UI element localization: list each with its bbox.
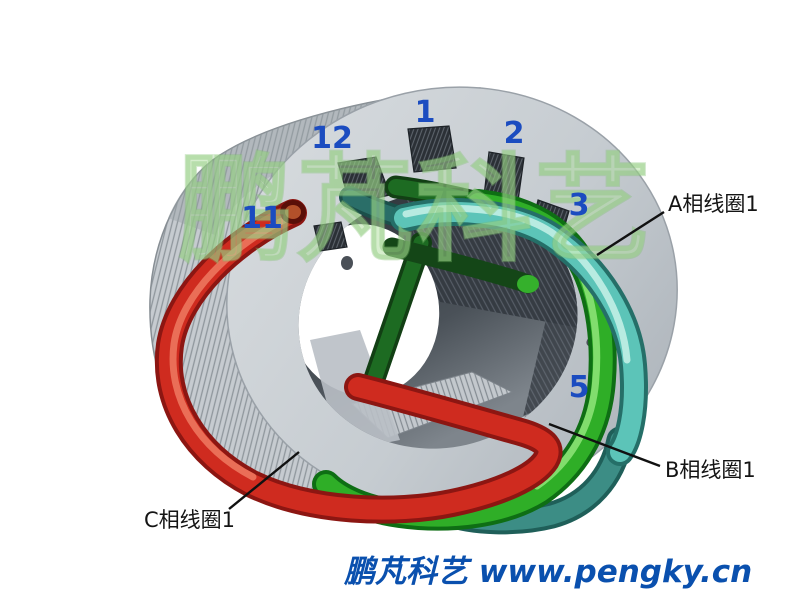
label-coil-b: B相线圈1 xyxy=(665,458,756,482)
leader-line-coil-c xyxy=(228,451,300,510)
bolt-hole-left xyxy=(341,256,353,270)
coil-b-inner-diagonal xyxy=(382,237,538,294)
footer-site-text: 鹏芃科艺 www.pengky.cn xyxy=(343,554,752,590)
slot-number-2: 2 xyxy=(504,116,525,151)
leader-line-coil-b xyxy=(548,422,661,468)
label-coil-c: C相线圈1 xyxy=(144,508,235,532)
coil-c-phase xyxy=(154,199,563,524)
watermark-text: 鹏芃科艺 xyxy=(178,143,654,278)
label-coil-a: A相线圈1 xyxy=(668,192,759,216)
slot-tooth-11 xyxy=(313,221,348,252)
slot-number-1: 1 xyxy=(415,95,436,130)
slot-tooth-1 xyxy=(407,125,457,173)
slot-number-12: 12 xyxy=(311,121,353,156)
coil-c-end-cap-inner xyxy=(285,205,301,219)
slot-number-3: 3 xyxy=(569,188,590,223)
coil-b-inner-end-cap xyxy=(517,275,539,293)
leader-line-coil-a xyxy=(596,210,665,257)
coil-a-phase xyxy=(390,198,648,466)
slot-number-5: 5 xyxy=(569,370,590,405)
slot-number-11: 11 xyxy=(241,201,283,236)
